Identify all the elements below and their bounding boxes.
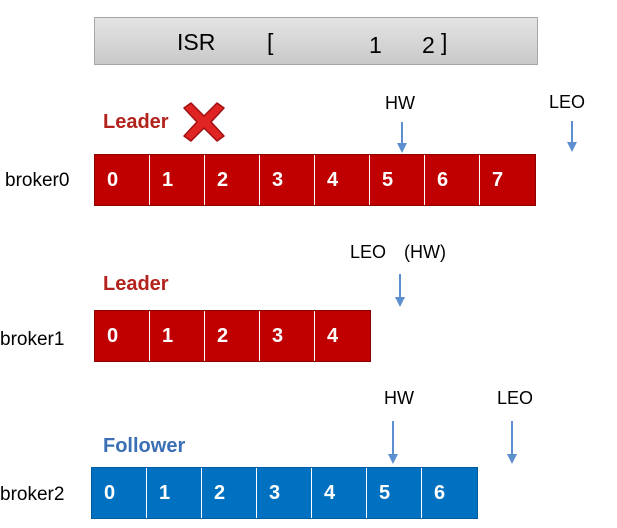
broker1-leo-arrow-icon xyxy=(395,274,405,307)
broker0-leo-arrow-icon xyxy=(567,121,577,152)
log-offset-cell: 4 xyxy=(312,468,367,518)
log-offset-cell: 0 xyxy=(95,311,150,361)
log-offset-cell: 3 xyxy=(257,468,312,518)
broker2-leo-label: LEO xyxy=(497,388,534,408)
log-offset-cell: 2 xyxy=(202,468,257,518)
log-offset-cell: 1 xyxy=(147,468,202,518)
broker1-role-label: Leader xyxy=(103,273,169,295)
log-offset-cell: 3 xyxy=(260,311,315,361)
log-offset-cell: 5 xyxy=(370,155,425,205)
log-offset-cell: 1 xyxy=(150,155,205,205)
isr-close-bracket: ] xyxy=(441,29,448,55)
broker1-log: 0 1 2 3 4 xyxy=(94,310,371,362)
log-offset-cell: 1 xyxy=(150,311,205,361)
broker2-hw-arrow-icon xyxy=(388,421,398,464)
broker0-hw-label: HW xyxy=(385,93,415,113)
broker0-label: broker0 xyxy=(5,170,70,191)
broker1-leo-label: LEO xyxy=(350,242,387,262)
broker2-role-label: Follower xyxy=(103,435,186,457)
broker0-hw-arrow-icon xyxy=(397,122,407,153)
log-offset-cell: 4 xyxy=(315,155,370,205)
isr-label: ISR xyxy=(177,29,216,55)
log-offset-cell: 2 xyxy=(205,155,260,205)
red-cross-icon xyxy=(183,102,225,142)
isr-member: 1 xyxy=(369,32,382,58)
log-offset-cell: 3 xyxy=(260,155,315,205)
log-offset-cell: 4 xyxy=(315,311,370,361)
broker0-role-label: Leader xyxy=(103,111,169,133)
log-offset-cell: 2 xyxy=(205,311,260,361)
broker1-label: broker1 xyxy=(0,329,65,350)
broker2-leo-arrow-icon xyxy=(507,421,517,464)
isr-member: 2 xyxy=(422,32,435,58)
log-offset-cell: 0 xyxy=(92,468,147,518)
broker0-leo-label: LEO xyxy=(549,92,586,112)
log-offset-cell: 7 xyxy=(480,155,535,205)
broker2-hw-label: HW xyxy=(384,388,414,408)
log-offset-cell: 6 xyxy=(425,155,480,205)
isr-open-bracket: [ xyxy=(267,29,274,55)
log-offset-cell: 0 xyxy=(95,155,150,205)
log-offset-cell: 6 xyxy=(422,468,477,518)
isr-bar xyxy=(94,17,538,65)
broker0-log: 0 1 2 3 4 5 6 7 xyxy=(94,154,536,206)
broker2-label: broker2 xyxy=(0,484,65,505)
broker1-hw-label: (HW) xyxy=(404,242,446,262)
broker2-log: 0 1 2 3 4 5 6 xyxy=(91,467,478,519)
log-offset-cell: 5 xyxy=(367,468,422,518)
